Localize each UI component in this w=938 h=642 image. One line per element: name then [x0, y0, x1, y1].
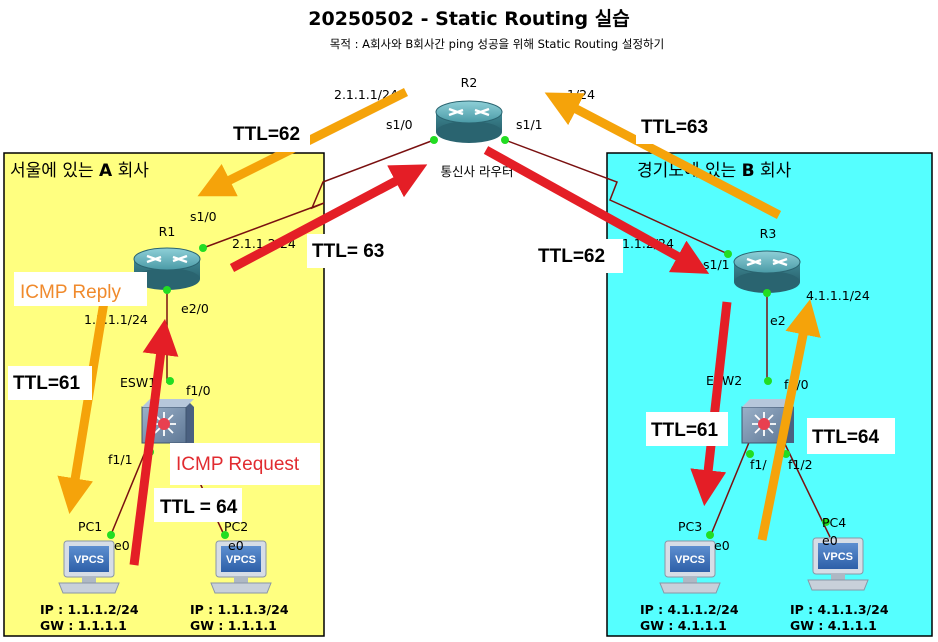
request-arrow-r1-r2 [229, 164, 428, 272]
iface-pc4-e0: e0 [822, 533, 838, 548]
port-dot-r3-e2 [763, 289, 771, 297]
port-dot-r2-s11 [501, 136, 509, 144]
pc3-gw: GW : 4.1.1.1 [640, 618, 727, 633]
pc1-ip: IP : 1.1.1.2/24 [40, 602, 139, 617]
ttl-63-top: TTL=63 [641, 117, 708, 138]
r2-caption: 통신사 라우터 [441, 164, 514, 179]
port-dot-r1-s10 [199, 244, 207, 252]
router-r3[interactable] [732, 249, 802, 295]
ttl-62-mid: TTL=62 [538, 246, 605, 267]
ttl-64-right-box [807, 418, 895, 454]
request-arrow-pc1-r1 [129, 318, 179, 566]
pc4-ip: IP : 4.1.1.3/24 [790, 602, 889, 617]
icmp-request-label: ICMP Request [176, 454, 300, 475]
ttl-61-left-box [8, 366, 92, 400]
ttl-62-top: TTL=62 [233, 124, 300, 145]
ttl-63-mid: TTL= 63 [312, 241, 384, 262]
icmp-reply-box [14, 272, 147, 306]
router-r2[interactable] [434, 99, 504, 145]
iface-esw2-f12: f1/2 [788, 457, 813, 472]
pc1-vpcs-label: VPCS [74, 554, 104, 566]
pc1[interactable]: VPCS [58, 540, 120, 594]
link-esw2-pc4 [782, 439, 831, 538]
port-dot-esw2-f11 [746, 450, 754, 458]
pc1-name: PC1 [78, 519, 102, 534]
iface-esw1-f10: f1/0 [186, 383, 211, 398]
pc3[interactable]: VPCS [659, 540, 721, 594]
page-title: 20250502 - Static Routing 실습 [308, 8, 629, 30]
ttl-62-mid-box [533, 239, 623, 273]
zone-b-background [606, 152, 933, 637]
port-dot-r1-e20 [163, 286, 171, 294]
pc2-vpcs-label: VPCS [226, 554, 256, 566]
port-dot-esw2-f10 [764, 377, 772, 385]
request-arrow-r2-r3 [483, 146, 710, 274]
page-subtitle: 목적 : A회사와 B회사간 ping 성공을 위해 Static Routin… [330, 37, 664, 51]
esw2-name: ESW2 [706, 373, 742, 388]
port-dot-pc3-e0 [706, 531, 714, 539]
ttl-62-top-box [226, 116, 310, 152]
reply-arrow-r3-r2 [544, 92, 782, 219]
port-dot-pc1-e0 [107, 531, 115, 539]
pc2-name: PC2 [224, 519, 248, 534]
zone-a-label: 서울에 있는 A 회사 [10, 161, 149, 181]
ttl-63-mid-box [307, 234, 395, 268]
request-arrow-r3-pc3 [690, 301, 732, 507]
pc3-vpcs-label: VPCS [675, 554, 705, 566]
ttl-61-right: TTL=61 [651, 420, 718, 441]
iface-r1-s10: s1/0 [190, 209, 217, 224]
esw1-name: ESW1 [120, 375, 156, 390]
iface-r2-s10: s1/0 [386, 117, 413, 132]
r2-name: R2 [461, 75, 478, 90]
pc4-name: PC4 [822, 515, 846, 530]
iface-esw2-f1: f1/ [750, 457, 767, 472]
ttl-61-right-box [646, 412, 728, 446]
port-dot-pc2-e0 [221, 531, 229, 539]
port-dot-pc4-e0 [822, 518, 830, 526]
addr-r2-left: 2.1.1.1/24 [334, 87, 398, 102]
addr-r3-lan: 4.1.1.1/24 [806, 288, 870, 303]
addr-r1-lan: 1.1.1.1/24 [84, 312, 148, 327]
pc2-gw: GW : 1.1.1.1 [190, 618, 277, 633]
ttl-64-right: TTL=64 [812, 427, 879, 448]
reply-arrow-pc4-r3 [757, 299, 821, 541]
port-dot-r2-s10 [430, 136, 438, 144]
ttl-64-left: TTL = 64 [160, 497, 238, 518]
iface-pc2-e0: e0 [228, 538, 244, 553]
pc2[interactable]: VPCS [210, 540, 272, 594]
icmp-reply-label: ICMP Reply [20, 282, 122, 303]
pc3-name: PC3 [678, 519, 702, 534]
reply-arrows [57, 87, 821, 541]
link-esw2-pc3 [709, 439, 751, 538]
iface-r3-s11: s1/1 [703, 257, 730, 272]
ttl-63-top-box [636, 110, 720, 144]
pc4-gw: GW : 4.1.1.1 [790, 618, 877, 633]
r1-name: R1 [159, 224, 176, 239]
iface-r1-e20: e2/0 [181, 301, 209, 316]
pc2-ip: IP : 1.1.1.3/24 [190, 602, 289, 617]
iface-r2-s11: s1/1 [516, 117, 543, 132]
iface-pc3-e0: e0 [714, 538, 730, 553]
link-r2-r3 [504, 139, 729, 255]
port-dot-esw1-f10 [166, 377, 174, 385]
r3-name: R3 [760, 226, 777, 241]
pc4[interactable]: VPCS [807, 537, 869, 591]
iface-pc1-e0: e0 [114, 538, 130, 553]
request-arrows [129, 146, 732, 566]
ttl-64-left-box [154, 488, 242, 522]
port-dot-r3-s11 [724, 250, 732, 258]
iface-esw1-f11: f1/1 [108, 452, 133, 467]
iface-r3-e2: e2 [770, 313, 786, 328]
icmp-request-box [170, 443, 320, 485]
pc4-vpcs-label: VPCS [823, 551, 853, 563]
pc1-gw: GW : 1.1.1.1 [40, 618, 127, 633]
ttl-61-left: TTL=61 [13, 373, 80, 394]
pc3-ip: IP : 4.1.1.2/24 [640, 602, 739, 617]
link-r2-r1 [202, 139, 435, 249]
